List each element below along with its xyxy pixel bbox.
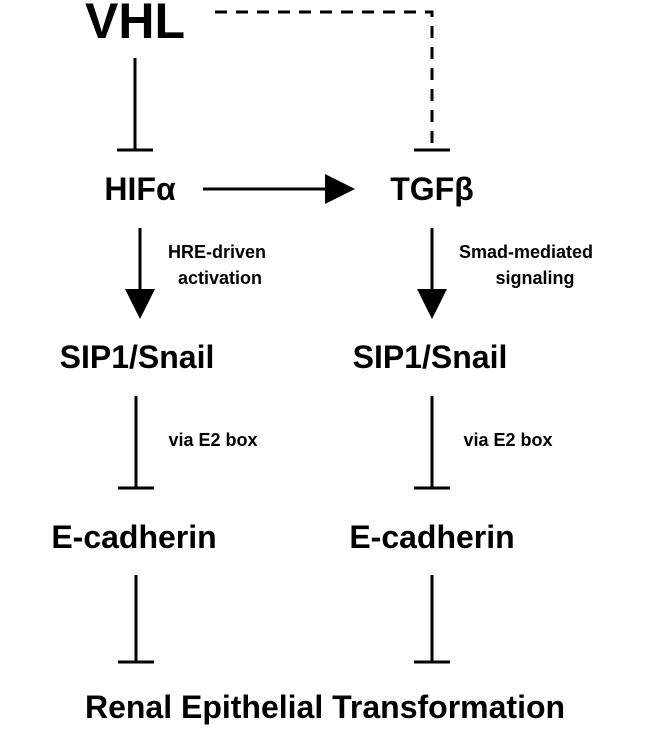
node-e-cadherin-right: E-cadherin (349, 519, 514, 555)
outcome-label: Renal Epithelial Transformation (85, 689, 565, 725)
node-hif-alpha: HIFα (104, 171, 176, 207)
inhibit-edge-vhl-hif (117, 58, 153, 152)
node-sip1-snail-right: SIP1/Snail (353, 339, 508, 375)
edge-label-activation: activation (178, 268, 262, 288)
edge-label-via-e2-box-right: via E2 box (463, 430, 552, 450)
node-sip1-snail-left: SIP1/Snail (60, 339, 215, 375)
edge-label-via-e2-box-left: via E2 box (168, 430, 257, 450)
inhibit-edge-vhl-tgf-dashed (215, 10, 450, 152)
inhibit-edge-sip-ecad-left (118, 396, 154, 490)
inhibit-edge-sip-ecad-right (414, 396, 450, 490)
edge-label-hre-driven: HRE-driven (168, 242, 266, 262)
edge-label-signaling: signaling (495, 268, 574, 288)
inhibit-edge-ecad-outcome-left (118, 575, 154, 664)
node-vhl: VHL (85, 0, 185, 49)
inhibit-edge-ecad-outcome-right (414, 575, 450, 664)
edge-label-smad-mediated: Smad-mediated (459, 242, 593, 262)
node-tgf-beta: TGFβ (390, 171, 474, 207)
node-e-cadherin-left: E-cadherin (51, 519, 216, 555)
